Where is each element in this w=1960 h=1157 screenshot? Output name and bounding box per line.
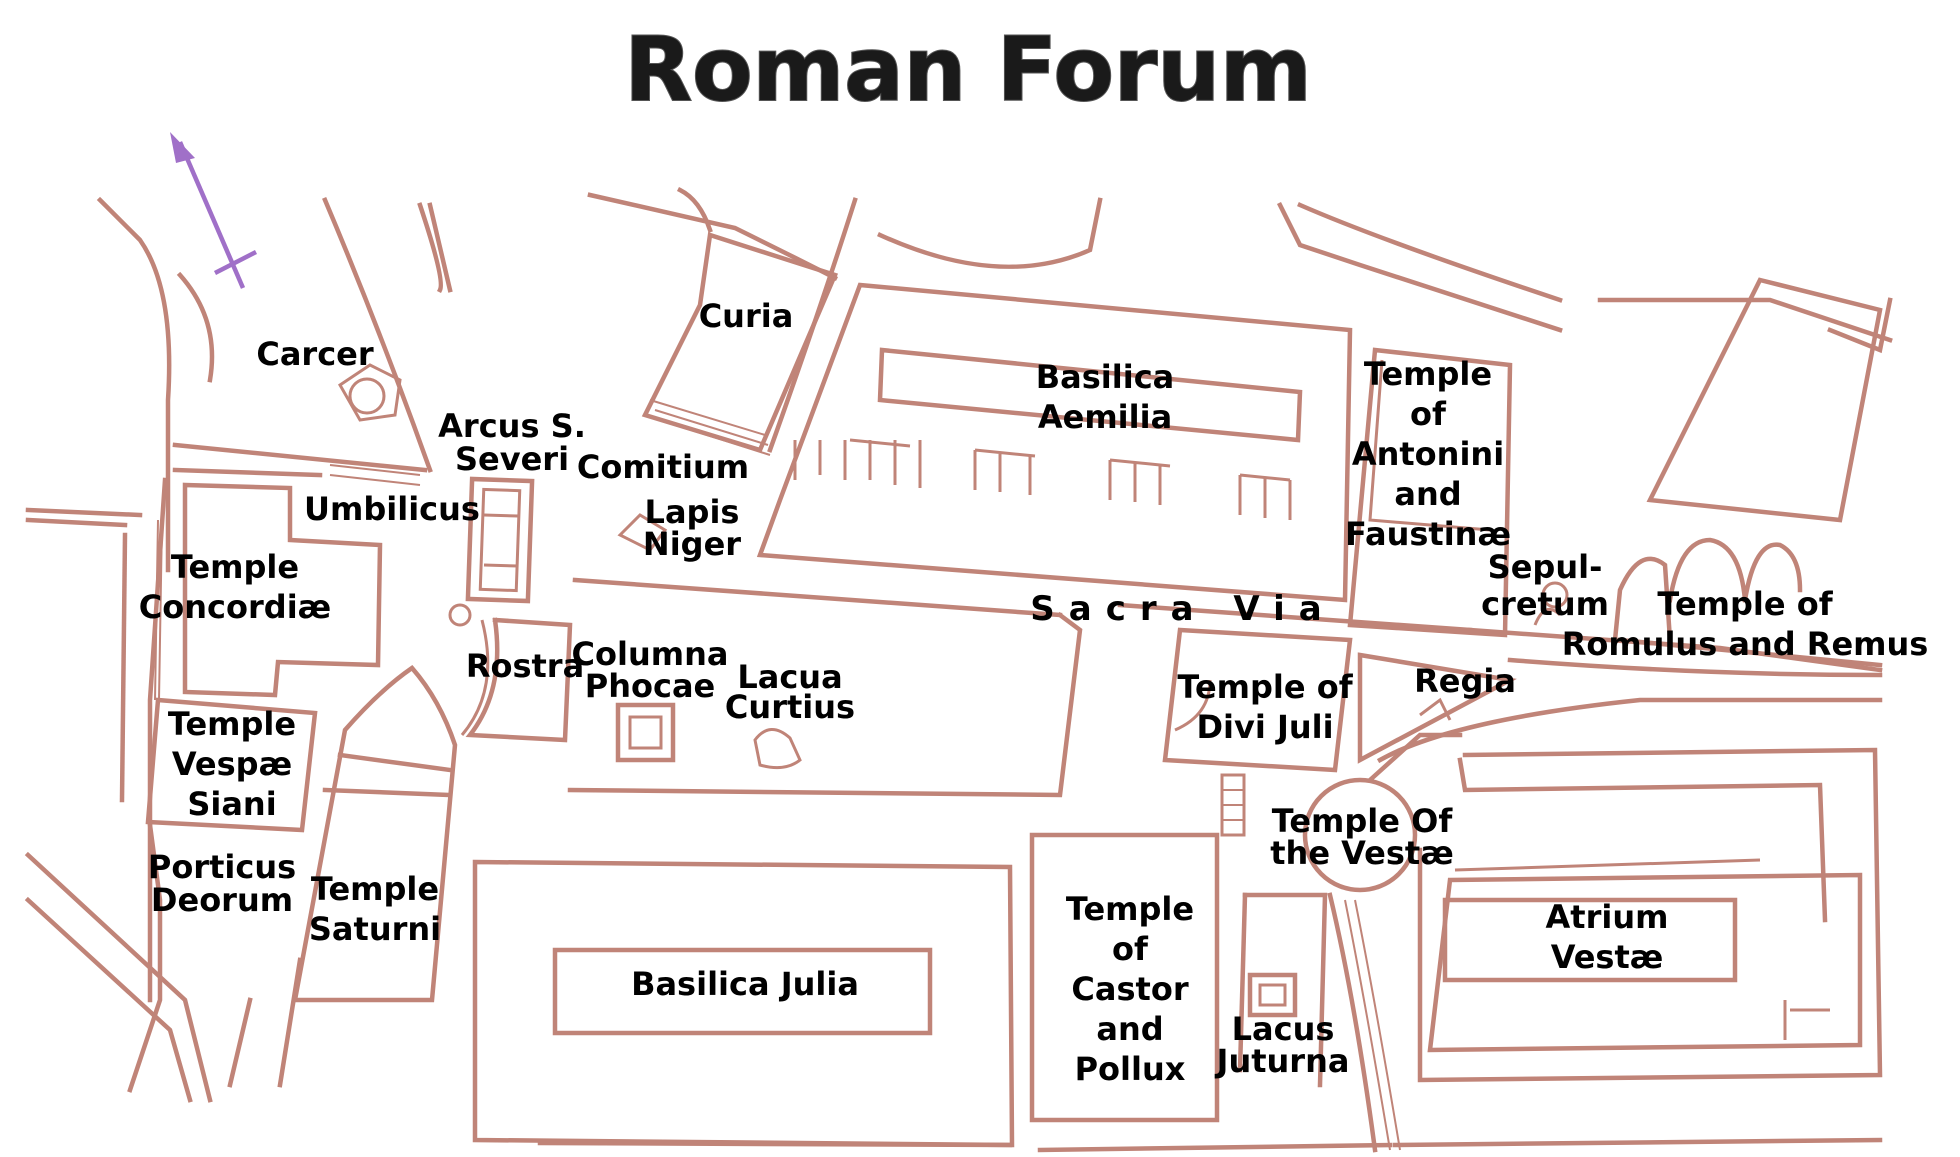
label-lacus-juturna-1: Lacus (1232, 1010, 1335, 1048)
label-columna-phocae-2: Phocae (585, 667, 715, 705)
temple-saturni-outline (292, 665, 458, 1003)
label-temple-castor-2: of (1112, 930, 1149, 968)
label-temple-antonini-3: Antonini (1352, 435, 1504, 473)
basilica-aemilia-outline (756, 282, 1353, 603)
lacus-curtius-outline (753, 728, 802, 770)
label-arcus-severi-1: Arcus S. (438, 407, 586, 445)
arcus-severi-outline (465, 476, 535, 604)
temple-divi-juli-outline (1162, 627, 1353, 773)
label-lacus-curtius-1: Lacua (737, 658, 842, 696)
label-temple-castor-3: Castor (1071, 970, 1188, 1008)
label-temple-castor-1: Temple (1066, 890, 1194, 928)
label-columna-phocae-1: Columna (572, 635, 729, 673)
lapis-niger-outline (617, 513, 668, 552)
label-lacus-curtius-2: Curtius (725, 688, 855, 726)
basilica-julia-inner (552, 947, 933, 1036)
label-umbilicus: Umbilicus (304, 490, 480, 528)
carcer-outline (338, 363, 402, 422)
label-temple-antonini-2: of (1410, 395, 1447, 433)
regia-outline (1357, 652, 1517, 764)
label-basilica-aemilia-2: Aemilia (1038, 398, 1172, 436)
label-temple-vespasiani-1: Temple (168, 705, 296, 743)
label-temple-romulus-1: Temple of (1657, 585, 1833, 623)
label-atrium-vestae-1: Atrium (1546, 898, 1669, 936)
label-temple-concordiae-1: Temple (171, 548, 299, 586)
north-arrow-icon (170, 132, 258, 289)
label-temple-antonini-1: Temple (1364, 355, 1492, 393)
label-lapis-niger-1: Lapis (645, 493, 740, 531)
label-lacus-juturna-2: Juturna (1215, 1042, 1350, 1080)
label-porticus-deorum-2: Deorum (151, 881, 293, 919)
temple-antonini-outline (1347, 347, 1513, 638)
label-temple-divi-juli-1: Temple of (1177, 668, 1353, 706)
label-temple-castor-4: and (1096, 1010, 1163, 1048)
label-basilica-aemilia-1: Basilica (1036, 358, 1175, 396)
temple-castor-outline (1029, 832, 1220, 1123)
page-title: Roman Forum (624, 18, 1311, 121)
map-walls (24, 186, 1893, 1153)
label-temple-divi-juli-2: Divi Juli (1196, 708, 1333, 746)
label-rostra: Rostra (466, 647, 584, 685)
temple-romulus-outline (1612, 556, 1673, 643)
label-temple-romulus-2: Romulus and Remus (1562, 625, 1929, 663)
temple-vespasiani-outline (145, 697, 318, 833)
label-temple-vestae-1: Temple Of (1272, 802, 1454, 840)
label-basilica-julia: Basilica Julia (631, 965, 859, 1003)
label-carcer: Carcer (256, 335, 374, 373)
label-sacra-via: Sacra Via (1030, 589, 1335, 629)
label-comitium: Comitium (577, 448, 749, 486)
label-temple-saturni-1: Temple (311, 870, 439, 908)
label-temple-vespasiani-2: Vespæ (172, 745, 292, 783)
label-sepulcretum-2: cretum (1481, 585, 1609, 623)
rostra-outline (465, 617, 573, 743)
label-temple-vespasiani-3: Siani (187, 785, 276, 823)
label-curia: Curia (699, 297, 794, 335)
label-temple-antonini-5: Faustinæ (1345, 515, 1511, 553)
label-regia: Regia (1414, 662, 1516, 700)
label-temple-vestae-2: the Vestæ (1270, 834, 1454, 872)
map-labels: Carcer Curia Basilica Aemilia Temple of … (139, 297, 1929, 1088)
label-temple-antonini-4: and (1394, 475, 1461, 513)
label-atrium-vestae-2: Vestæ (1551, 938, 1664, 976)
columna-phocae-outline (615, 702, 676, 763)
label-sepulcretum-1: Sepul- (1488, 548, 1603, 586)
label-lapis-niger-2: Niger (643, 525, 741, 563)
label-temple-concordiae-2: Concordiæ (139, 588, 331, 626)
label-arcus-severi-2: Severi (455, 440, 569, 478)
temple-vestae-outline (1302, 777, 1418, 893)
label-temple-saturni-2: Saturni (309, 910, 441, 948)
label-temple-castor-5: Pollux (1075, 1050, 1186, 1088)
label-porticus-deorum-1: Porticus (148, 848, 296, 886)
atrium-vestae-outline (1417, 747, 1883, 1083)
temple-concordiae-outline (182, 482, 383, 698)
